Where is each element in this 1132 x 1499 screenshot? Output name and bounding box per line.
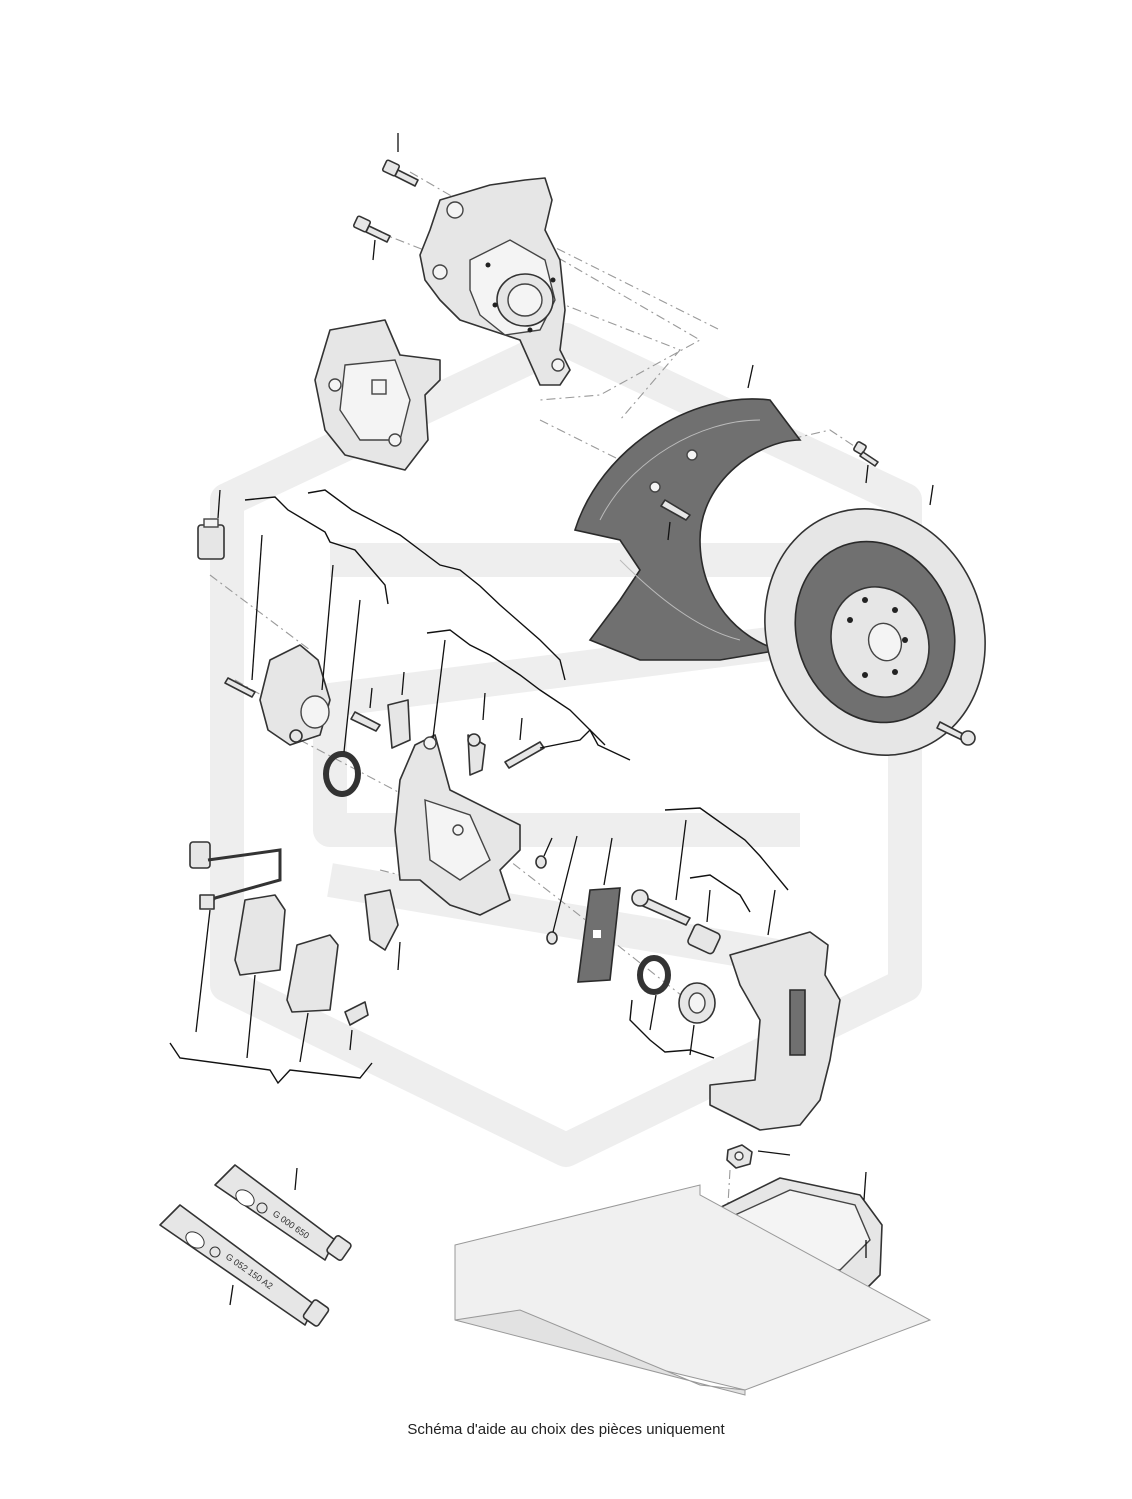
leader-lines [195,133,934,1306]
caliper-housing [394,734,521,916]
knuckle-bolt-upper [381,159,419,187]
brake-line-fitting [467,733,486,776]
bellows-boot [678,982,716,1024]
caliper-assembly-upper [314,319,441,471]
bleed-valve [504,741,545,769]
group-brackets [169,489,789,1085]
guide-sleeve-2 [546,931,558,945]
vw-logo-icon [256,1202,268,1214]
disc-screw [936,721,976,746]
caliper-carrier [709,931,841,1131]
pad-clip [344,1001,369,1026]
electrical-connector [197,518,225,560]
knuckle-bolt-lower [352,215,391,243]
bleeder-screw [350,711,381,732]
caliper-cover-plate [577,887,621,983]
brake-pad-outer [286,934,339,1013]
guide-sleeve-1 [535,855,547,869]
hex-nut [726,1144,753,1169]
motor-bolt [224,677,256,698]
shield-bolt-1 [853,441,879,467]
brake-disc [764,508,986,756]
diagram-caption: Schéma d'aide au choix des pièces unique… [407,1421,725,1438]
brake-pad-inner [234,894,286,976]
o-ring-seal [323,751,361,797]
guide-bolt [631,889,691,926]
shield-bolt-2 [660,499,691,521]
brake-dust-shield [573,398,802,661]
wheel-hub-carrier [419,177,571,386]
parking-brake-motor [259,644,331,746]
anti-rattle-spring [364,889,399,951]
mounting-surface [454,1184,932,1396]
wear-sensor-cable [189,841,282,910]
vw-logo-icon [209,1246,221,1258]
seal-ring [637,955,671,995]
guide-clip [387,699,411,749]
guide-bush [687,923,721,955]
